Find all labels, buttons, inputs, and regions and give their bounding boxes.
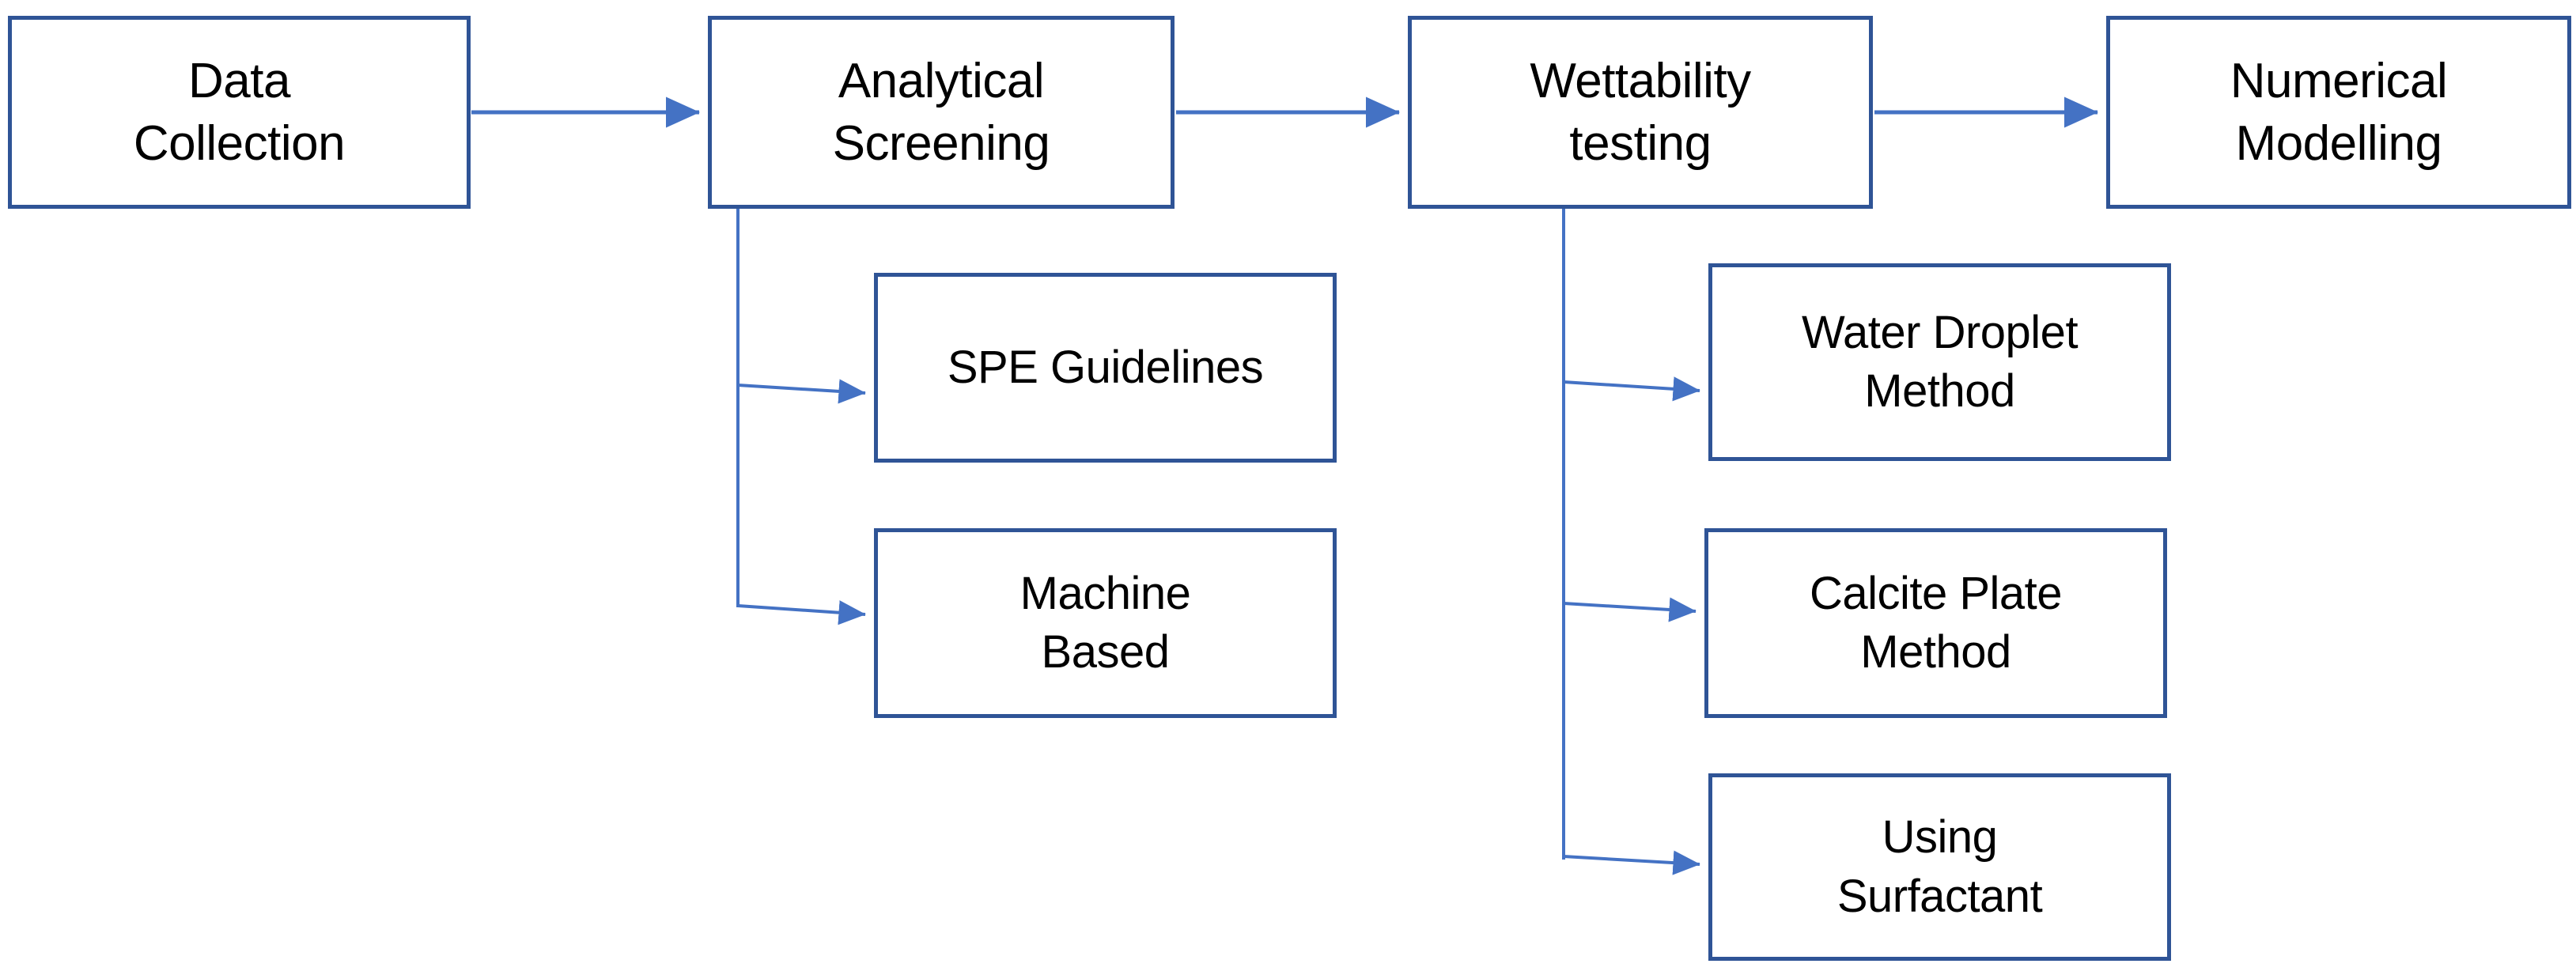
node-data-collection-label: Data Collection (133, 53, 346, 171)
node-calcite-plate-method-label: Calcite Plate Method (1809, 567, 2063, 678)
connector-wettability-testing-to-calcite-plate-method (1563, 597, 1697, 622)
node-numerical-modelling-label: Numerical Modelling (2230, 53, 2448, 171)
node-machine-based[interactable]: Machine Based (874, 528, 1337, 718)
node-calcite-plate-method[interactable]: Calcite Plate Method (1704, 528, 2167, 718)
node-spe-guidelines[interactable]: SPE Guidelines (874, 273, 1337, 463)
node-numerical-modelling[interactable]: Numerical Modelling (2106, 16, 2571, 209)
node-using-surfactant[interactable]: Using Surfactant (1708, 773, 2171, 961)
node-machine-based-label: Machine Based (1019, 567, 1191, 678)
connector-wettability-testing-to-using-surfactant (1563, 850, 1700, 875)
node-analytical-screening-label: Analytical Screening (832, 53, 1050, 171)
node-wettability-testing-label: Wettability testing (1530, 53, 1751, 171)
connector-analytical-screening-to-spe-guidelines (737, 379, 866, 404)
node-analytical-screening[interactable]: Analytical Screening (708, 16, 1175, 209)
node-data-collection[interactable]: Data Collection (8, 16, 471, 209)
node-spe-guidelines-label: SPE Guidelines (947, 341, 1264, 393)
node-water-droplet-method[interactable]: Water Droplet Method (1708, 263, 2171, 461)
connector-wettability-testing-to-water-droplet-method (1563, 376, 1700, 402)
node-using-surfactant-label: Using Surfactant (1836, 811, 2043, 922)
connector-analytical-screening-to-machine-based (737, 600, 866, 625)
node-water-droplet-method-label: Water Droplet Method (1801, 306, 2079, 417)
node-wettability-testing[interactable]: Wettability testing (1408, 16, 1873, 209)
